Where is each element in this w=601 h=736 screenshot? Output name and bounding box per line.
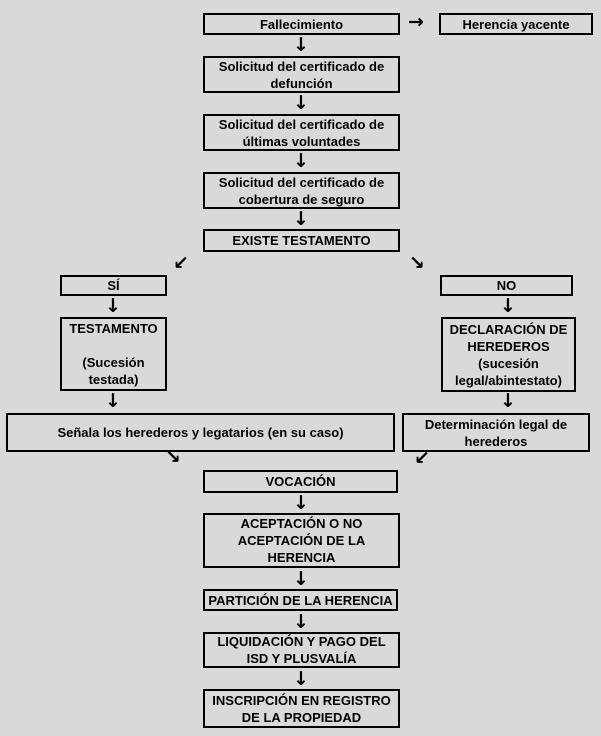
down-arrow-icon: ↓ <box>105 390 121 412</box>
down-right-arrow-icon: ↘ <box>409 252 425 274</box>
down-arrow-icon: ↓ <box>293 208 309 230</box>
down-arrow-icon: ↓ <box>105 295 121 317</box>
node-declaracion-herederos: DECLARACIÓN DE HEREDEROS (sucesión legal… <box>441 317 576 392</box>
down-arrow-icon: ↓ <box>293 611 309 633</box>
node-vocacion: VOCACIÓN <box>203 470 398 493</box>
node-herencia-yacente: Herencia yacente <box>439 13 593 35</box>
down-arrow-icon: ↓ <box>293 492 309 514</box>
down-arrow-icon: ↓ <box>293 150 309 172</box>
node-senala-herederos-legatarios: Señala los herederos y legatarios (en su… <box>6 413 395 452</box>
down-arrow-icon: ↓ <box>293 568 309 590</box>
node-particion-herencia: PARTICIÓN DE LA HERENCIA <box>203 589 398 611</box>
node-no: NO <box>440 275 573 296</box>
down-left-arrow-icon: ↙ <box>414 447 430 469</box>
node-inscripcion-registro-propiedad: INSCRIPCIÓN EN REGISTRO DE LA PROPIEDAD <box>203 689 400 728</box>
node-determinacion-legal-herederos: Determinación legal de herederos <box>402 413 590 452</box>
down-arrow-icon: ↓ <box>500 295 516 317</box>
down-right-arrow-icon: ↘ <box>165 446 181 468</box>
node-liquidacion-isd-plusvalia: LIQUIDACIÓN Y PAGO DEL ISD Y PLUSVALÍA <box>203 632 400 668</box>
down-arrow-icon: ↓ <box>293 92 309 114</box>
node-testamento-sucesion-testada: TESTAMENTO (Sucesión testada) <box>60 317 167 391</box>
node-existe-testamento: EXISTE TESTAMENTO <box>203 229 400 252</box>
down-arrow-icon: ↓ <box>500 390 516 412</box>
node-si: SÍ <box>60 275 167 296</box>
down-arrow-icon: ↓ <box>293 34 309 56</box>
right-arrow-icon: → <box>408 11 424 33</box>
node-aceptacion-herencia: ACEPTACIÓN O NO ACEPTACIÓN DE LA HERENCI… <box>203 513 400 568</box>
node-certificado-cobertura-seguro: Solicitud del certificado de cobertura d… <box>203 172 400 209</box>
down-left-arrow-icon: ↙ <box>173 252 189 274</box>
node-certificado-ultimas-voluntades: Solicitud del certificado de últimas vol… <box>203 114 400 151</box>
node-certificado-defuncion: Solicitud del certificado de defunción <box>203 56 400 93</box>
node-fallecimiento: Fallecimiento <box>203 13 400 35</box>
down-arrow-icon: ↓ <box>293 668 309 690</box>
